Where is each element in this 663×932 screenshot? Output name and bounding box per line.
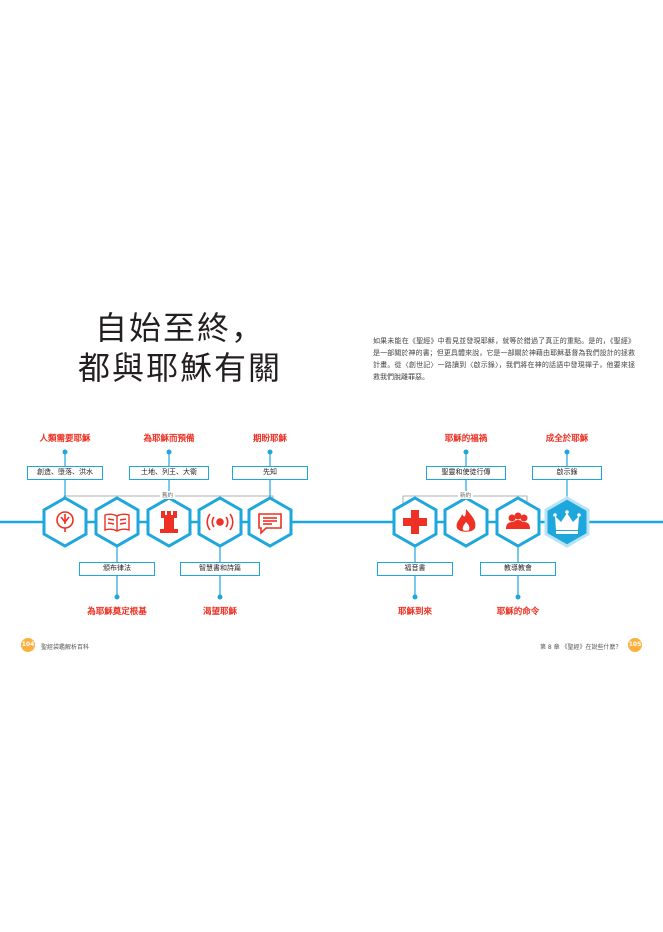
footer-left: 聖經袋鑑解析百科 [41,644,90,651]
heading-longing-for-jesus: 渴望耶穌 [202,607,237,617]
signal-icon [206,513,234,531]
heading-jesus-blessing: 耶穌的福禍 [444,434,488,444]
heading-preparing-for-jesus: 為耶穌而預備 [143,434,195,444]
crown-icon [553,510,581,534]
people-icon [506,512,530,529]
heading-humanity-needs-jesus: 人類需要耶穌 [39,434,91,444]
speech-icon [258,513,282,535]
heading-jesus-command: 耶穌的命令 [496,607,540,617]
heading-fulfilled-in-jesus: 成全於耶穌 [545,434,589,444]
tower-icon [160,511,178,533]
hex-acts [392,496,438,548]
box-wisdom-psalms: 智慧書和詩篇 [180,562,260,576]
box-prophets: 先知 [232,466,308,480]
new-testament-label: 新約 [458,491,474,499]
hex-epistles [495,496,541,548]
fire-icon [456,509,476,532]
title-line-1: 自始至終， [94,309,265,347]
hex-creation [42,496,88,548]
hex-revelation [544,496,590,548]
hex-gospels [443,496,489,548]
old-testament-label: 舊約 [160,491,176,499]
box-land-kings-david: 土地、列王、大衛 [129,466,209,480]
title-line-2: 都與耶穌有關 [77,349,282,387]
cross-icon [403,510,427,534]
box-spirit-acts: 聖靈和使徒行傳 [426,466,506,480]
box-teaching-church: 教導教會 [480,562,556,576]
box-law: 頒布律法 [79,562,155,576]
top-connector-dots [62,449,570,455]
heading-foundation-for-jesus: 為耶穌奠定根基 [87,607,147,617]
footer-right: 第 8 章 《聖經》在說些什麼？ [540,644,622,651]
bottom-connectors [116,543,519,597]
box-creation-fall-flood: 創造、墮落、洪水 [27,466,103,480]
page-number-right: 105 [628,638,642,652]
page-number-left: 104 [21,638,35,652]
bottom-connector-dots [114,594,521,600]
heading-jesus-arrives: 耶穌到來 [397,607,432,617]
book-icon [104,513,130,532]
heading-expecting-jesus: 期盼耶穌 [252,434,287,444]
hex-wisdom [197,496,243,548]
box-gospels: 福音書 [377,562,453,576]
intro-paragraph: 如果未能在《聖經》中看見並發現耶穌，就等於錯過了真正的重點。是的，《聖經》是一部… [373,337,635,381]
box-revelation: 啟示錄 [532,466,602,480]
hex-prophets [247,496,293,548]
hex-law [94,496,140,548]
hex-kings [146,496,192,548]
tree-icon [56,511,74,532]
